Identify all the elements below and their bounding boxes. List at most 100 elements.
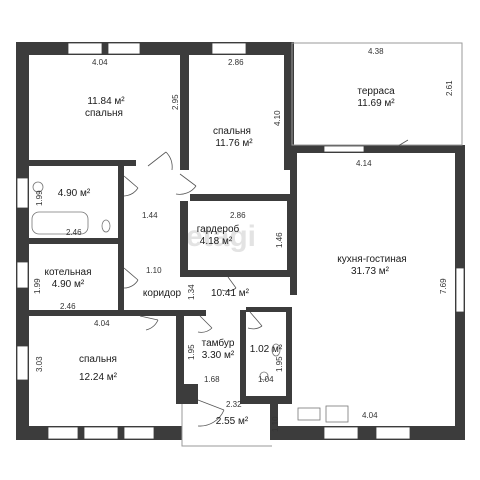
- kitchen-name: кухня-гостиная: [337, 254, 406, 265]
- porch-area: 2.55 м²: [216, 416, 249, 427]
- window-bath-left: [16, 177, 29, 209]
- wall-vest-top: [176, 310, 206, 316]
- doors: [123, 139, 409, 427]
- dim-corridor-mid: 1.10: [146, 266, 162, 275]
- door-vestibule: [197, 315, 213, 333]
- wall-bed1-bed2: [180, 55, 189, 170]
- window-kitchen-bottom-b: [375, 426, 411, 440]
- wall-corridor-left: [118, 166, 124, 316]
- dim-boiler-width: 2.46: [60, 302, 76, 311]
- door-entrance: [197, 399, 225, 427]
- bathtub-icon: [31, 211, 89, 235]
- dim-kitchen-height: 7.69: [439, 278, 448, 294]
- dim-bath-width: 2.46: [66, 228, 82, 237]
- dim-terrace-height: 2.61: [445, 80, 454, 96]
- door-bed3: [139, 315, 159, 331]
- sink-icon: [32, 181, 44, 193]
- fixtures: [31, 181, 349, 423]
- bedroom2-name: спальня: [213, 126, 251, 137]
- wc-area: 1.02 м²: [250, 344, 283, 355]
- window-bed3-bottom-c: [123, 426, 155, 440]
- bedroom3-name: спальня: [79, 354, 117, 365]
- wall-porch-right: [270, 396, 278, 440]
- dim-bed3-height: 3.03: [35, 356, 44, 372]
- wall-bed3-top: [16, 310, 176, 316]
- dim-bed1-height: 2.95: [171, 94, 180, 110]
- dim-wc-height: 1.95: [275, 356, 284, 372]
- wc-toilet-icon: [271, 343, 281, 357]
- bathroom-area: 4.90 м²: [58, 188, 91, 199]
- wall-wardrobe-bottom: [180, 270, 294, 277]
- dim-vest-height: 1.95: [187, 344, 196, 360]
- terrace-name: терраса: [357, 86, 395, 97]
- wall-bed1-bottom: [16, 160, 136, 166]
- door-boiler: [123, 267, 139, 289]
- window-boiler-left: [16, 261, 29, 289]
- wall-top-bump: [284, 42, 294, 64]
- vestibule-name: тамбур: [202, 337, 235, 349]
- wall-kitchen-top: [290, 145, 462, 153]
- dim-kitchen-bottom: 4.04: [362, 411, 378, 420]
- kitchen-area: 31.73 м²: [351, 266, 390, 277]
- window-bed3-bottom-b: [83, 426, 119, 440]
- dim-bed3-width: 4.04: [94, 319, 110, 328]
- room-labels: 11.84 м² спальня спальня 11.76 м² террас…: [44, 86, 406, 427]
- wall-wc-bottom: [240, 396, 292, 404]
- window-bed3-left: [16, 345, 29, 381]
- windows: [16, 42, 465, 440]
- wardrobe-area: 4.18 м²: [200, 236, 233, 247]
- dim-kitchen-top: 4.14: [356, 159, 372, 168]
- kitchen-sink-icon: [297, 407, 321, 421]
- terrace-area: 11.69 м²: [357, 98, 395, 109]
- toilet-icon: [101, 219, 111, 233]
- wall-bottom-right: [276, 426, 465, 440]
- window-bed3-bottom-a: [47, 426, 79, 440]
- door-bed2: [175, 173, 197, 195]
- dim-porch-width: 2.32: [226, 400, 242, 409]
- bedroom1-name: спальня: [85, 108, 123, 119]
- dim-wardrobe-width: 2.86: [230, 211, 246, 220]
- wall-vest-left: [176, 310, 184, 404]
- porch-outline: [181, 404, 272, 447]
- wc-sink-icon: [259, 371, 269, 381]
- dim-wc-width: 1.04: [258, 375, 274, 384]
- door-bath: [123, 175, 139, 197]
- dim-wardrobe-height: 1.46: [275, 232, 284, 248]
- stove-icon: [325, 405, 349, 423]
- wall-kitchen-left: [290, 145, 297, 295]
- watermark-text: etagi: [186, 220, 256, 253]
- boiler-area: 4.90 м²: [52, 279, 85, 290]
- boiler-name: котельная: [44, 267, 91, 278]
- dimension-labels: 4.04 2.95 2.86 4.10 4.38 2.61 4.14 1.99 …: [33, 47, 454, 432]
- wall-wc-right: [286, 307, 292, 404]
- wall-vest-right: [240, 310, 246, 400]
- dim-porch-height: 1.10: [271, 416, 280, 432]
- corridor-area: 10.41 м²: [211, 288, 250, 299]
- dim-terrace-width: 4.38: [368, 47, 384, 56]
- bedroom2-area: 11.76 м²: [215, 138, 253, 149]
- wall-bath-bottom: [16, 238, 118, 244]
- dim-corridor-lower: 1.34: [187, 284, 196, 300]
- wall-right-upper-bedroom: [284, 55, 294, 170]
- dim-corridor-upper: 1.44: [142, 211, 158, 220]
- wardrobe-name: гардероб: [197, 223, 240, 235]
- dim-bath-height: 1.99: [35, 190, 44, 206]
- door-bed1: [147, 151, 173, 171]
- dim-bed2-width: 2.86: [228, 58, 244, 67]
- window-bed1-top-a: [67, 42, 103, 55]
- door-wc: [247, 311, 263, 330]
- vestibule-area: 3.30 м²: [202, 350, 235, 361]
- corridor-name: коридор: [143, 288, 182, 299]
- door-kitchen-terrace: [397, 139, 409, 147]
- door-wardrobe: [221, 276, 237, 292]
- dim-vest-width: 1.68: [204, 375, 220, 384]
- dim-bed2-height: 4.10: [273, 110, 282, 126]
- window-kitchen-bottom-a: [323, 426, 359, 440]
- wall-wardrobe-left: [180, 201, 188, 277]
- bedroom3-area: 12.24 м²: [79, 372, 118, 383]
- dim-bed1-width: 4.04: [92, 58, 108, 67]
- bedroom1-area: 11.84 м²: [87, 96, 125, 107]
- window-bed2-top: [211, 42, 247, 55]
- window-bed1-top-b: [107, 42, 141, 55]
